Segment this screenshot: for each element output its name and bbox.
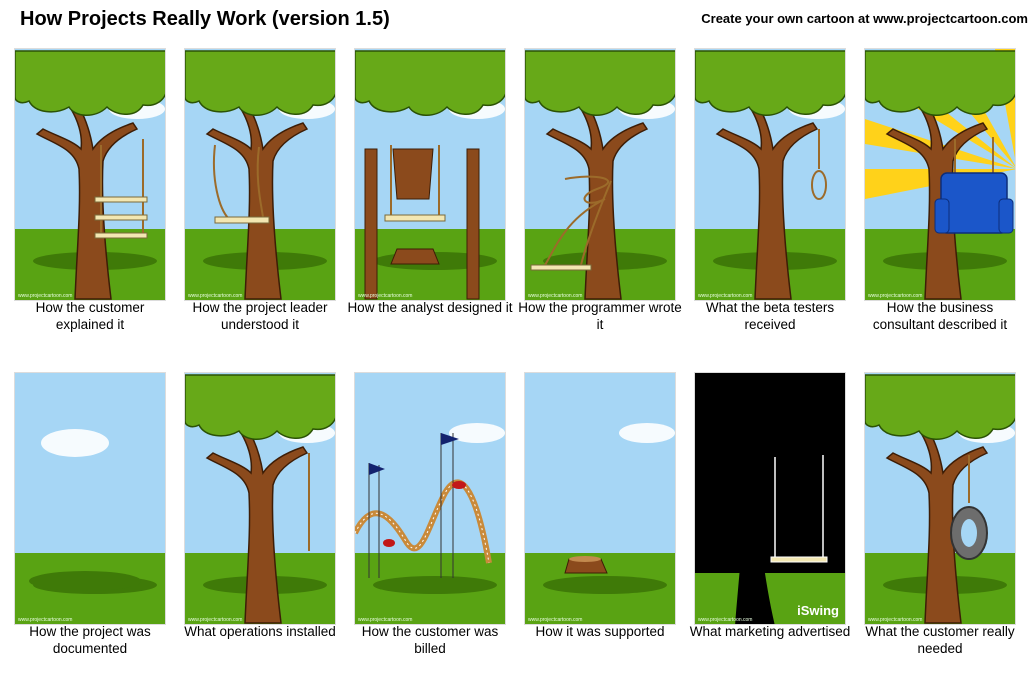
promo-link[interactable]: Create your own cartoon at www.projectca…	[701, 11, 1028, 26]
panel-caption: How the customer explained it	[35, 300, 145, 332]
watermark: www.projectcartoon.com	[18, 293, 73, 299]
panel-illustration	[15, 373, 165, 624]
panel-illustration	[695, 373, 845, 624]
panel-caption: How the project leader understood it	[192, 300, 328, 332]
page-title: How Projects Really Work (version 1.5)	[20, 8, 390, 30]
panel-illustration	[695, 49, 845, 300]
cartoon-panel: www.projectcartoon.com	[524, 372, 676, 625]
panel-illustration	[185, 373, 335, 624]
iswing-badge: iSwing	[797, 603, 839, 618]
watermark: www.projectcartoon.com	[188, 293, 243, 299]
cartoon-panel: www.projectcartoon.com	[694, 48, 846, 301]
cartoon-panel: www.projectcartoon.com	[184, 372, 336, 625]
panel-illustration	[865, 49, 1015, 300]
panel-illustration	[525, 373, 675, 624]
panel-caption: How the project was documented	[29, 624, 151, 656]
cartoon-panel: www.projectcartoon.com	[14, 372, 166, 625]
cartoon-panel: www.projectcartoon.com	[184, 48, 336, 301]
panel-caption: What marketing advertised	[689, 624, 851, 639]
cartoon-panel: www.projectcartoon.com	[354, 48, 506, 301]
watermark: www.projectcartoon.com	[528, 293, 583, 299]
panel-illustration	[525, 49, 675, 300]
panel-illustration	[185, 49, 335, 300]
panel-illustration	[865, 373, 1015, 624]
watermark: www.projectcartoon.com	[868, 617, 923, 623]
watermark: www.projectcartoon.com	[18, 617, 73, 623]
panel-illustration	[355, 49, 505, 300]
cartoon-panel: www.projectcartoon.com	[14, 48, 166, 301]
panel-caption: How the business consultant described it	[872, 300, 1008, 332]
cartoon-panel: www.projectcartoon.com	[864, 372, 1016, 625]
cartoon-panel: www.projectcartoon.com	[354, 372, 506, 625]
cartoon-panel: www.projectcartoon.com	[864, 48, 1016, 301]
watermark: www.projectcartoon.com	[698, 617, 753, 623]
panel-caption: What the customer really needed	[865, 624, 1015, 656]
panel-caption: How it was supported	[535, 624, 665, 639]
cartoon-panel: www.projectcartoon.com	[524, 48, 676, 301]
watermark: www.projectcartoon.com	[358, 617, 413, 623]
cartoon-panel: www.projectcartoon.com iSwing	[694, 372, 846, 625]
panel-illustration	[15, 49, 165, 300]
watermark: www.projectcartoon.com	[188, 617, 243, 623]
panel-illustration	[355, 373, 505, 624]
panel-caption: What operations installed	[184, 624, 336, 639]
watermark: www.projectcartoon.com	[528, 617, 583, 623]
panel-caption: How the customer was billed	[361, 624, 499, 656]
panel-caption: How the analyst designed it	[347, 300, 513, 315]
watermark: www.projectcartoon.com	[698, 293, 753, 299]
watermark: www.projectcartoon.com	[358, 293, 413, 299]
panel-caption: What the beta testers received	[705, 300, 835, 332]
panel-caption: How the programmer wrote it	[518, 300, 682, 332]
watermark: www.projectcartoon.com	[868, 293, 923, 299]
